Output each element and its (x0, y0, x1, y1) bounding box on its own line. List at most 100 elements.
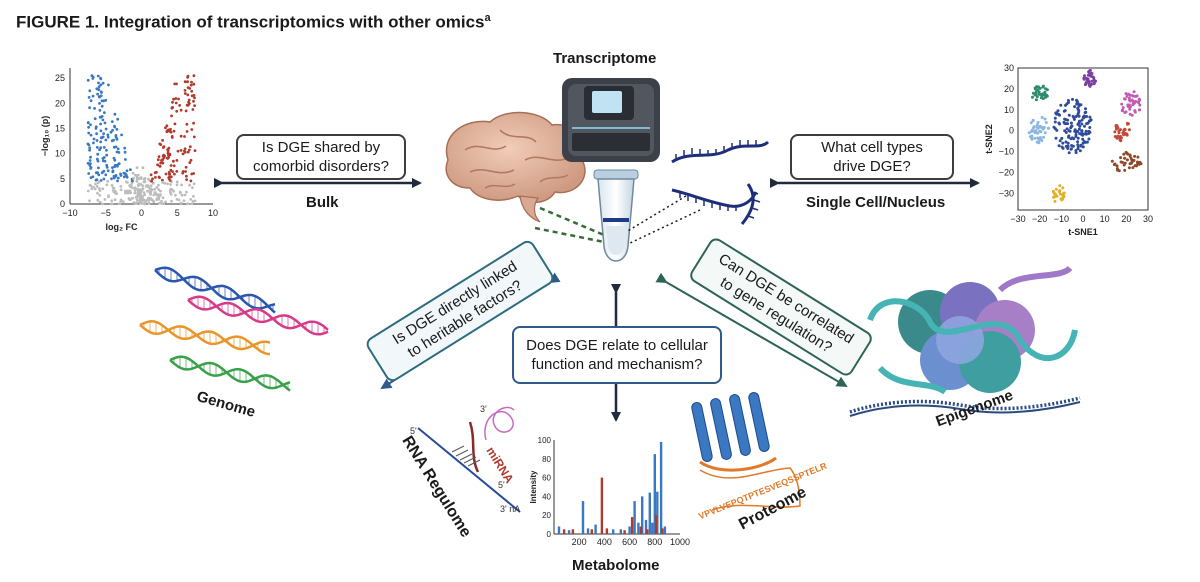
volcano-point-down (99, 140, 103, 144)
volcano-point-down (111, 166, 114, 170)
volcano-point-up (156, 163, 160, 167)
metabolome-ytick: 60 (542, 474, 551, 483)
nucleosome-illustration (849, 265, 1081, 417)
tsne-point (1067, 151, 1071, 155)
metabolome-bar (653, 454, 656, 534)
tsne-point (1066, 141, 1070, 145)
volcano-point-down (104, 127, 108, 131)
volcano-xtick: 5 (175, 208, 180, 218)
volcano-point-up (187, 100, 191, 104)
volcano-point-up (186, 93, 190, 97)
metabolome-bar (594, 524, 597, 534)
tsne-point (1084, 76, 1088, 80)
volcano-point-down (115, 137, 119, 141)
volcano-point-ns (118, 202, 121, 206)
svg-text:5': 5' (410, 426, 417, 436)
tsne-point (1134, 94, 1138, 98)
volcano-point-up (169, 175, 173, 179)
volcano-point-up (172, 129, 176, 133)
tsne-point (1079, 143, 1083, 147)
volcano-point-ns (147, 196, 151, 200)
metabolome-bar (619, 529, 622, 534)
tsne-point (1067, 134, 1071, 138)
volcano-point-ns (131, 171, 135, 175)
volcano-point-down (97, 81, 100, 85)
volcano-point-down (112, 176, 116, 180)
tsne-point (1083, 124, 1086, 128)
metabolome-xtick: 400 (597, 537, 612, 547)
bulk-question-line1: Is DGE shared by (261, 139, 381, 156)
volcano-xtick: −10 (62, 208, 77, 218)
volcano-point-ns (150, 188, 154, 192)
volcano-point-ns (172, 190, 176, 193)
volcano-point-ns (93, 187, 97, 191)
volcano-point-up (185, 122, 189, 126)
volcano-point-down (86, 161, 90, 165)
tsne-point (1123, 161, 1127, 165)
tsne-point (1039, 96, 1043, 100)
volcano-point-down (105, 148, 108, 152)
volcano-point-down (120, 133, 123, 137)
volcano-point-down (101, 118, 105, 122)
tsne-point (1136, 160, 1139, 164)
volcano-ytick: 5 (60, 174, 65, 184)
tsne-point (1125, 94, 1129, 98)
tsne-point (1119, 136, 1123, 140)
tsne-point (1069, 147, 1073, 151)
volcano-point-down (113, 165, 117, 169)
tsne-point (1133, 110, 1137, 114)
volcano-point-down (113, 125, 117, 129)
volcano-point-down (102, 177, 106, 181)
volcano-point-up (186, 86, 190, 89)
volcano-point-ns (180, 193, 184, 197)
figure-title: FIGURE 1. Integration of transcriptomics… (16, 12, 491, 32)
volcano-point-up (168, 172, 172, 176)
tsne-point (1127, 128, 1131, 132)
volcano-point-ns (113, 198, 117, 202)
volcano-point-down (130, 179, 134, 183)
tsne-ylabel: t-SNE2 (984, 124, 994, 154)
volcano-point-ns (186, 202, 190, 206)
tsne-point (1064, 118, 1068, 122)
volcano-point-down (99, 90, 103, 94)
volcano-point-ns (107, 194, 110, 198)
volcano-point-down (88, 89, 92, 93)
volcano-point-ns (142, 191, 146, 195)
volcano-point-ns (149, 184, 153, 188)
volcano-point-down (96, 152, 100, 156)
volcano-point-ns (96, 191, 99, 195)
volcano-point-up (155, 170, 158, 174)
volcano-point-down (99, 129, 103, 133)
tsne-point (1066, 147, 1070, 150)
tsne-point (1041, 92, 1044, 96)
tsne-point (1056, 109, 1060, 113)
tsne-point (1133, 154, 1137, 158)
volcano-point-down (103, 159, 107, 163)
volcano-ylabel: −log₁₀ (p) (40, 116, 50, 157)
volcano-point-ns (98, 193, 102, 197)
tsne-point (1084, 107, 1087, 111)
volcano-point-up (169, 164, 173, 167)
volcano-point-down (96, 74, 100, 78)
tsne-point (1078, 124, 1082, 128)
metabolome-bar (644, 519, 648, 534)
volcano-point-ns (175, 183, 179, 187)
volcano-point-down (116, 117, 120, 121)
tsne-point (1131, 166, 1135, 170)
volcano-point-down (101, 81, 105, 85)
volcano-point-down (88, 148, 91, 152)
tsne-point (1033, 136, 1037, 140)
tsne-point (1089, 118, 1093, 122)
tsne-point (1084, 110, 1088, 114)
volcano-point-up (187, 148, 191, 152)
tsne-point (1088, 72, 1091, 76)
metabolome-xtick: 200 (572, 537, 587, 547)
volcano-point-ns (159, 193, 162, 197)
tsne-point (1128, 107, 1132, 111)
volcano-point-ns (141, 196, 144, 200)
volcano-point-down (86, 78, 90, 82)
volcano-point-ns (98, 187, 101, 190)
tsne-point (1120, 102, 1124, 106)
brain-to-tube-dash-2 (534, 226, 605, 244)
